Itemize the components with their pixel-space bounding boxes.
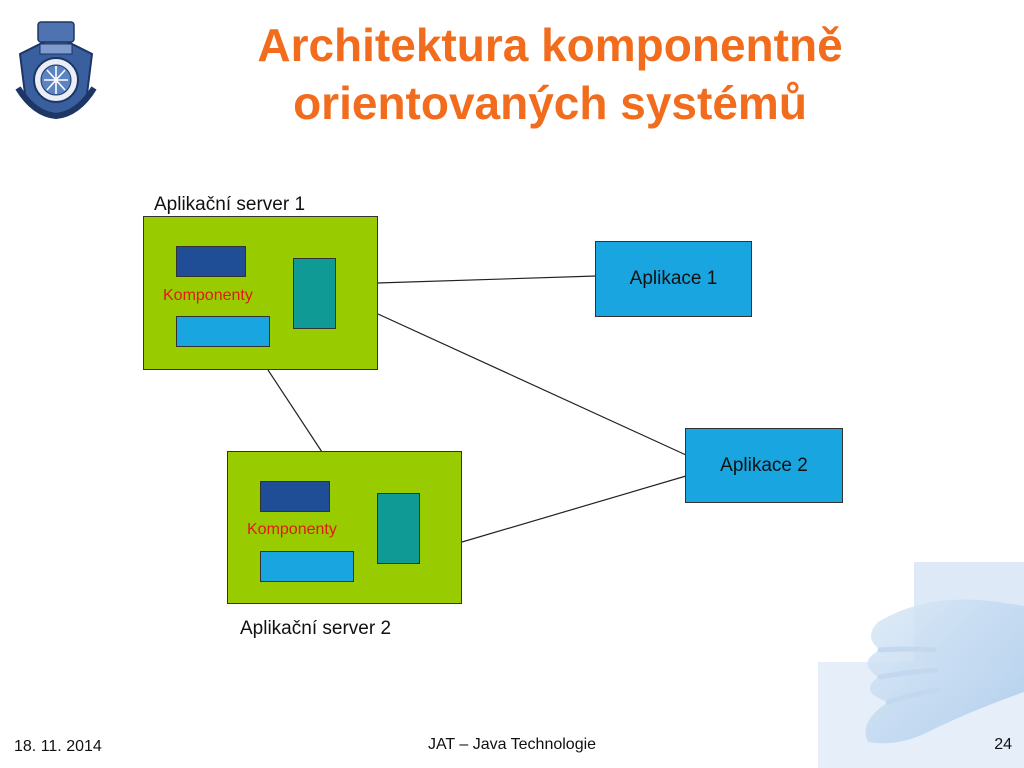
- title-line-1: Architektura komponentně: [257, 19, 843, 71]
- connector-server1-app2: [377, 313, 687, 456]
- connector-server1-app1: [377, 275, 597, 284]
- component-block-teal: [293, 258, 336, 329]
- hand-decoration-icon: [818, 562, 1024, 768]
- footer-course: JAT – Java Technologie: [427, 736, 597, 753]
- slide-title: Architektura komponentně orientovaných s…: [160, 16, 940, 132]
- footer-date: 18. 11. 2014: [14, 738, 102, 755]
- app-2-label: Aplikace 2: [720, 454, 808, 476]
- footer-page-number: 24: [994, 736, 1012, 753]
- server1-caption: Aplikační server 1: [154, 194, 306, 215]
- app-2-box: Aplikace 2: [685, 428, 843, 503]
- component-label: Komponenty: [163, 287, 253, 304]
- connector-server2-app2: [461, 475, 687, 543]
- component-block-light: [176, 316, 270, 347]
- component-block-dark: [260, 481, 330, 512]
- component-label: Komponenty: [247, 521, 337, 538]
- connector-server1-server2: [267, 369, 323, 453]
- component-block-light: [260, 551, 354, 582]
- app-1-box: Aplikace 1: [595, 241, 752, 317]
- server2-caption: Aplikační server 2: [240, 618, 392, 639]
- component-block-dark: [176, 246, 246, 277]
- app-1-label: Aplikace 1: [629, 268, 718, 289]
- app-server-1: Komponenty: [143, 216, 378, 370]
- title-line-2: orientovaných systémů: [293, 77, 807, 129]
- university-logo-icon: [15, 21, 97, 120]
- component-block-teal: [377, 493, 420, 564]
- app-server-2: Komponenty: [227, 451, 462, 604]
